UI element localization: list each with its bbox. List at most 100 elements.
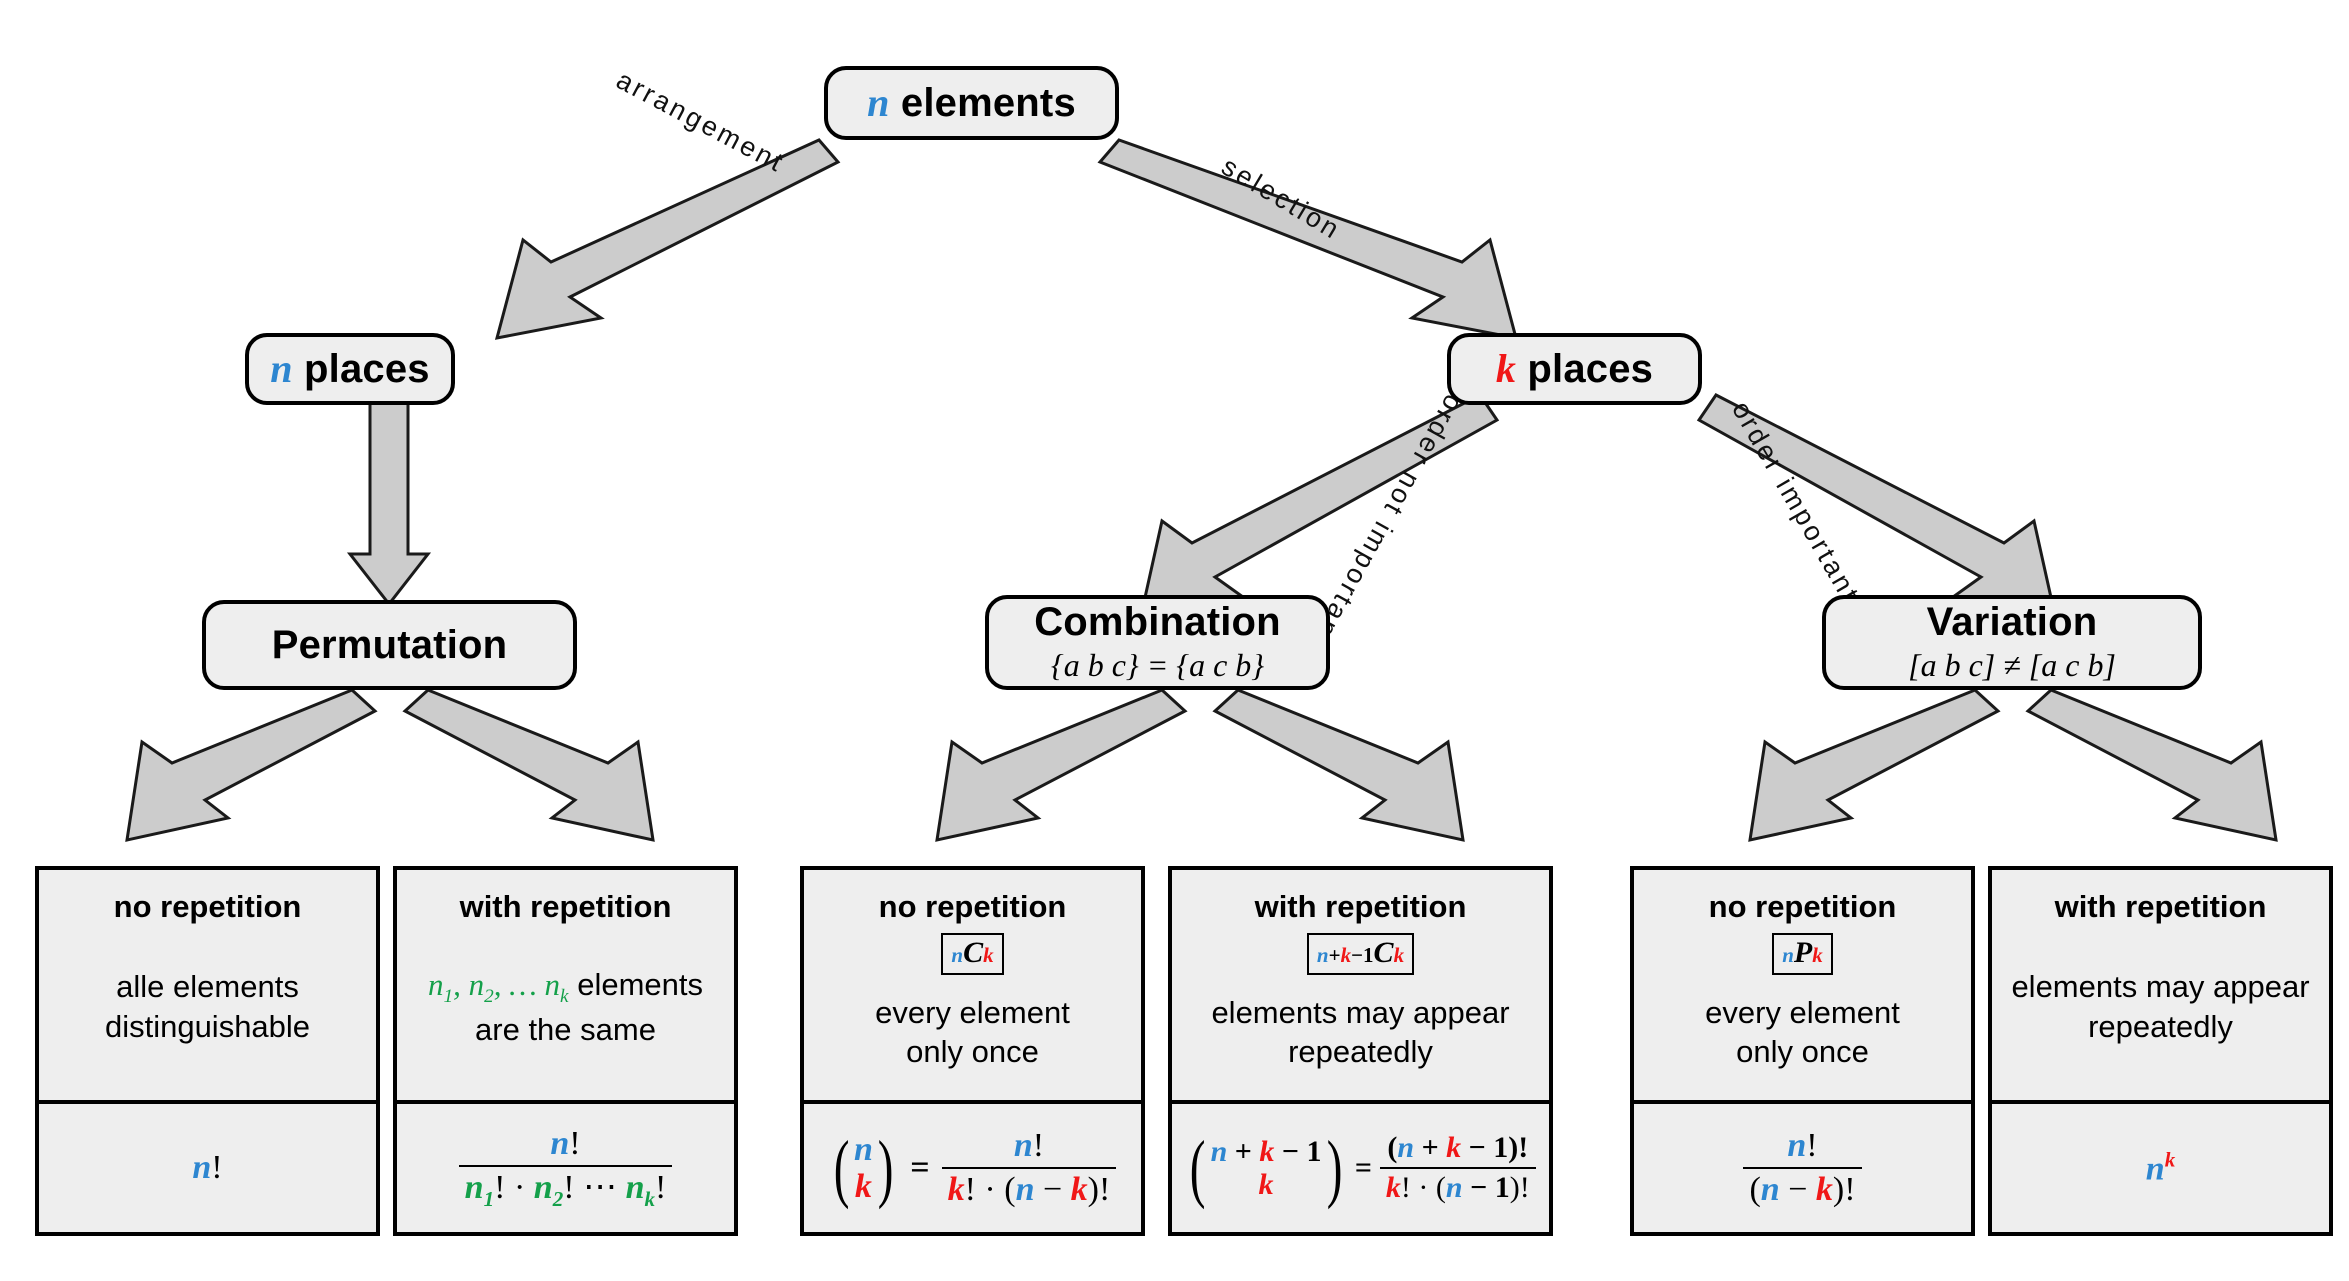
symbol-k: k	[1393, 943, 1405, 968]
symbol-k: k	[1340, 943, 1352, 968]
symbol-k: k	[1812, 943, 1823, 968]
node-combination[interactable]: Combination {a b c} = {a c b}	[985, 595, 1330, 690]
symbol-n: n	[1316, 943, 1329, 968]
node-n-elements-text: elements	[900, 81, 1076, 125]
arrow-selection	[1097, 138, 1519, 340]
node-permutation[interactable]: Permutation	[202, 600, 577, 690]
leaf-top: no repetition nCk every element only onc…	[804, 870, 1141, 1100]
symbol-k: k	[1070, 1171, 1088, 1208]
leaf-description-line2: only once	[906, 1034, 1039, 1070]
symbol-n: n	[270, 346, 293, 391]
arrow-arrangement	[494, 138, 841, 340]
node-n-places[interactable]: n places	[245, 333, 455, 405]
arrow-variation-right	[2025, 688, 2278, 842]
leaf-formula: ( n + k − 1 k ) = (n + k − 1)! k! · (n −…	[1172, 1100, 1549, 1232]
symbol-k: k	[983, 943, 994, 968]
leaf-description-line1: elements may appear	[2011, 969, 2310, 1005]
node-permutation-title: Permutation	[271, 623, 508, 667]
leaf-description: elements may appear repeatedly	[1205, 975, 1515, 1090]
leaf-description-line1: elements may appear	[1211, 994, 1510, 1030]
symbol-n1: n1	[464, 1168, 495, 1211]
leaf-heading: no repetition	[113, 889, 302, 924]
leaf-heading: with repetition	[2054, 889, 2267, 924]
leaf-description: n1, n2, … nk elements are the same	[422, 924, 709, 1090]
binomial-coefficient: ( n k )	[833, 1126, 894, 1210]
leaf-permutation-with-repetition[interactable]: with repetition n1, n2, … nk elements ar…	[393, 866, 738, 1236]
leaf-description: alle elements distinguishable	[99, 924, 316, 1090]
leaf-description-line2: repeatedly	[2088, 1009, 2233, 1045]
symbol-n: n	[2145, 1150, 2165, 1188]
node-n-elements[interactable]: n elements	[824, 66, 1119, 140]
leaf-combination-with-repetition[interactable]: with repetition n+k−1Ck elements may app…	[1168, 866, 1553, 1236]
edge-label-order-important: order important	[1726, 396, 1867, 609]
leaf-top: no repetition alle elements distinguisha…	[39, 870, 376, 1100]
leaf-formula: n! (n − k)!	[1634, 1100, 1971, 1232]
node-variation[interactable]: Variation [a b c] ≠ [a c b]	[1822, 595, 2202, 690]
symbol-n: n	[951, 943, 964, 968]
symbol-k: k	[1495, 346, 1517, 391]
leaf-formula: n!	[39, 1100, 376, 1232]
arrow-variation-left	[1748, 688, 2001, 842]
notation-badge-npkm1ck: n+k−1Ck	[1306, 933, 1415, 975]
leaf-variation-with-repetition[interactable]: with repetition elements may appear repe…	[1988, 866, 2333, 1236]
leaf-description-line2: distinguishable	[104, 1009, 311, 1045]
leaf-heading: no repetition	[878, 889, 1067, 924]
symbol-n: n	[1013, 1126, 1033, 1164]
leaf-top: with repetition elements may appear repe…	[1992, 870, 2329, 1100]
symbol-n: n	[1782, 943, 1794, 968]
symbol-n: n	[1760, 1171, 1780, 1208]
symbol-equals: =	[1354, 1151, 1372, 1184]
node-variation-title: Variation	[1926, 600, 2098, 644]
edge-label-selection: selection	[1216, 151, 1347, 246]
node-k-places-label: k places	[1495, 346, 1654, 391]
symbol-k: k	[1258, 1168, 1274, 1201]
node-k-places-text: places	[1527, 347, 1654, 391]
leaf-description-word: elements	[577, 966, 703, 1002]
leaf-description: elements may appear repeatedly	[2005, 924, 2315, 1090]
leaf-description: every element only once	[869, 975, 1076, 1090]
notation-badge-nck: nCk	[941, 933, 1004, 975]
symbol-n-subscripts: n1, n2, … nk	[428, 966, 569, 1007]
node-n-elements-label: n elements	[867, 80, 1076, 125]
symbol-P: P	[1793, 936, 1813, 970]
symbol-k: k	[854, 1168, 872, 1205]
leaf-description-line1: every element	[875, 994, 1070, 1030]
node-k-places[interactable]: k places	[1447, 333, 1702, 405]
leaf-description-line1: every element	[1705, 994, 1900, 1030]
leaf-description-line2: repeatedly	[1288, 1034, 1433, 1070]
arrow-combination-right	[1212, 688, 1465, 842]
leaf-top: no repetition nPk every element only onc…	[1634, 870, 1971, 1100]
symbol-n: n	[192, 1149, 212, 1186]
symbol-n: n	[1015, 1171, 1035, 1208]
symbol-n: n	[1397, 1131, 1415, 1165]
leaf-description-line2: only once	[1736, 1034, 1869, 1070]
node-combination-title: Combination	[1034, 600, 1281, 644]
arrow-combination-left	[935, 688, 1188, 842]
symbol-k: k	[1259, 1135, 1275, 1168]
leaf-variation-no-repetition[interactable]: no repetition nPk every element only onc…	[1630, 866, 1975, 1236]
notation-badge-npk: nPk	[1772, 933, 1833, 975]
leaf-combination-no-repetition[interactable]: no repetition nCk every element only onc…	[800, 866, 1145, 1236]
symbol-k: k	[1446, 1131, 1462, 1165]
leaf-top: with repetition n+k−1Ck elements may app…	[1172, 870, 1549, 1100]
symbol-n: n	[853, 1130, 873, 1168]
node-n-places-label: n places	[270, 346, 430, 391]
symbol-k: k	[2164, 1147, 2176, 1172]
leaf-description-line1: n1, n2, … nk elements	[428, 965, 703, 1010]
leaf-formula: ( n k ) = n! k! · (n − k)!	[804, 1100, 1141, 1232]
node-n-places-text: places	[304, 347, 430, 391]
arrow-n-places-permutation	[346, 370, 432, 607]
leaf-heading: with repetition	[459, 889, 672, 924]
symbol-C: C	[963, 936, 984, 970]
symbol-nk: nk	[625, 1168, 656, 1211]
symbol-n: n	[867, 80, 890, 125]
symbol-n: n	[1787, 1126, 1807, 1164]
leaf-formula: n! n1! · n2! ⋯ nk!	[397, 1100, 734, 1232]
node-variation-subtitle: [a b c] ≠ [a c b]	[1908, 647, 2116, 683]
binomial-coefficient: ( n + k − 1 k )	[1190, 1126, 1343, 1210]
symbol-k: k	[947, 1171, 965, 1208]
symbol-equals: =	[910, 1149, 930, 1186]
arrow-permutation-right	[402, 688, 655, 842]
leaf-permutation-no-repetition[interactable]: no repetition alle elements distinguisha…	[35, 866, 380, 1236]
leaf-description-line2: are the same	[475, 1011, 656, 1047]
